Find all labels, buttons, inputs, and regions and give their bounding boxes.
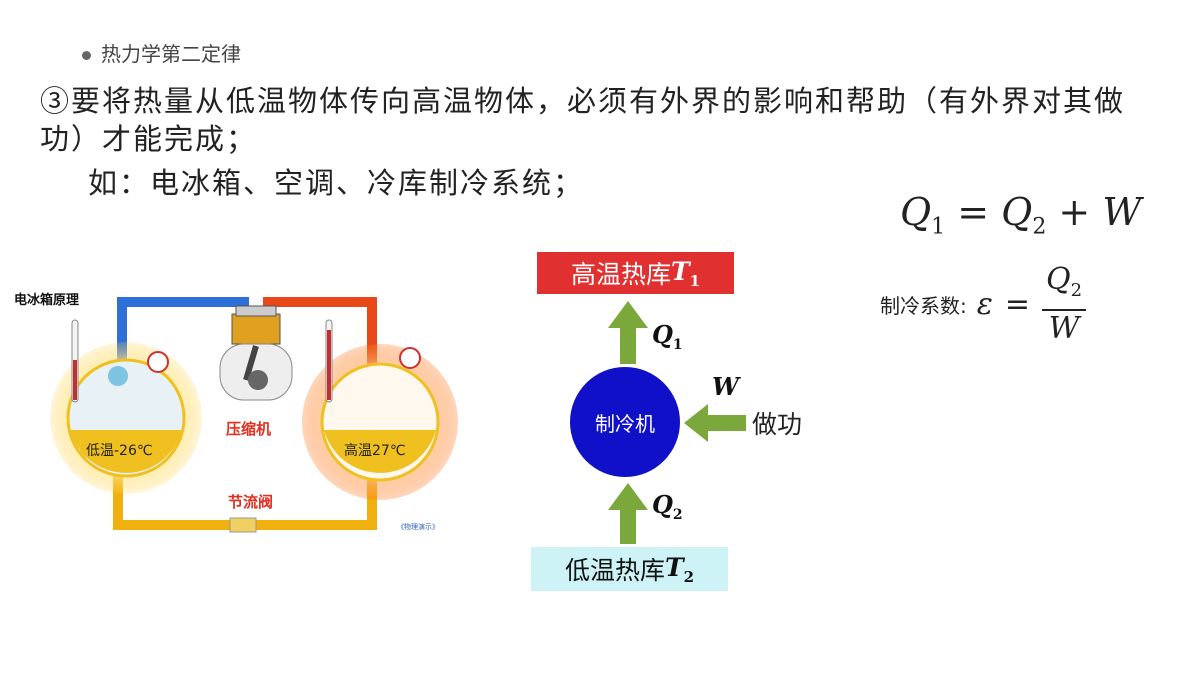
cop-num-sub: 2 — [1070, 280, 1083, 301]
source-label: 《物理演示》 — [397, 523, 439, 531]
cop-fraction: Q2 W — [1042, 262, 1087, 347]
low-temp-label: 低温-26℃ — [86, 443, 153, 459]
compressor-cylinder — [231, 313, 281, 345]
cop-formula: 制冷系数: ε = Q2 W — [880, 262, 1087, 347]
cold-reservoir-label: 低温热库 — [564, 556, 665, 585]
valve-label: 节流阀 — [228, 493, 274, 511]
high-temp-label: 高温27℃ — [344, 443, 406, 459]
eq-equals: = — [945, 190, 1002, 234]
section-title: 热力学第二定律 — [101, 42, 241, 66]
paragraph-2: 如：电冰箱、空调、冷库制冷系统； — [88, 166, 585, 200]
bullet-dot-icon — [82, 51, 91, 60]
fridge-title: 电冰箱原理 — [14, 293, 80, 308]
paragraph-1: ③要将热量从低温物体传向高温物体，必须有外界的影响和帮助（有外界对其做功）才能完… — [40, 84, 1126, 156]
eq-q2-sub: 2 — [1032, 214, 1047, 240]
q2-letter: Q — [652, 490, 673, 519]
cold-T-sub: 2 — [683, 567, 695, 586]
eq-q1-sub: 1 — [931, 214, 946, 240]
cold-gauge — [147, 351, 169, 373]
eq-w: W — [1102, 190, 1142, 234]
eq-q2: Q — [1001, 190, 1033, 234]
eq-q1: Q — [900, 190, 932, 234]
section-bullet: 热力学第二定律 — [82, 38, 241, 67]
q2-arrow-icon — [608, 483, 648, 544]
cop-epsilon: ε — [976, 287, 993, 322]
q1-label: Q1 — [652, 320, 683, 353]
hot-T: T1 — [671, 257, 700, 290]
hot-T-letter: T — [670, 256, 690, 286]
q1-sub: 1 — [672, 336, 683, 353]
cold-T-letter: T — [664, 552, 684, 582]
cop-num-q: Q — [1046, 262, 1071, 297]
q2-label: Q2 — [652, 490, 683, 523]
hot-reservoir-label: 高温热库 — [570, 260, 671, 289]
cold-bubble — [108, 366, 128, 386]
cold-T: T2 — [665, 553, 694, 586]
throttle-valve — [229, 517, 257, 533]
q1-arrow-icon — [608, 301, 648, 364]
hot-T-sub: 1 — [689, 271, 701, 290]
refrigerator-machine: 制冷机 — [570, 367, 680, 477]
fridge-illustration — [50, 297, 458, 533]
cop-label: 制冷系数: — [880, 294, 967, 318]
w-label: W — [712, 372, 739, 401]
cop-equals: = — [1004, 287, 1030, 322]
hot-gauge — [399, 347, 421, 369]
w-arrow-icon — [684, 404, 746, 442]
compressor-label: 压缩机 — [226, 420, 272, 438]
cop-denominator: W — [1048, 311, 1080, 346]
work-text: 做功 — [752, 410, 803, 439]
cop-numerator: Q2 — [1042, 262, 1087, 311]
energy-equation: Q1 = Q2 + W — [900, 190, 1141, 240]
q2-sub: 2 — [672, 506, 683, 523]
eq-plus: + — [1046, 190, 1103, 234]
q1-letter: Q — [652, 320, 673, 349]
